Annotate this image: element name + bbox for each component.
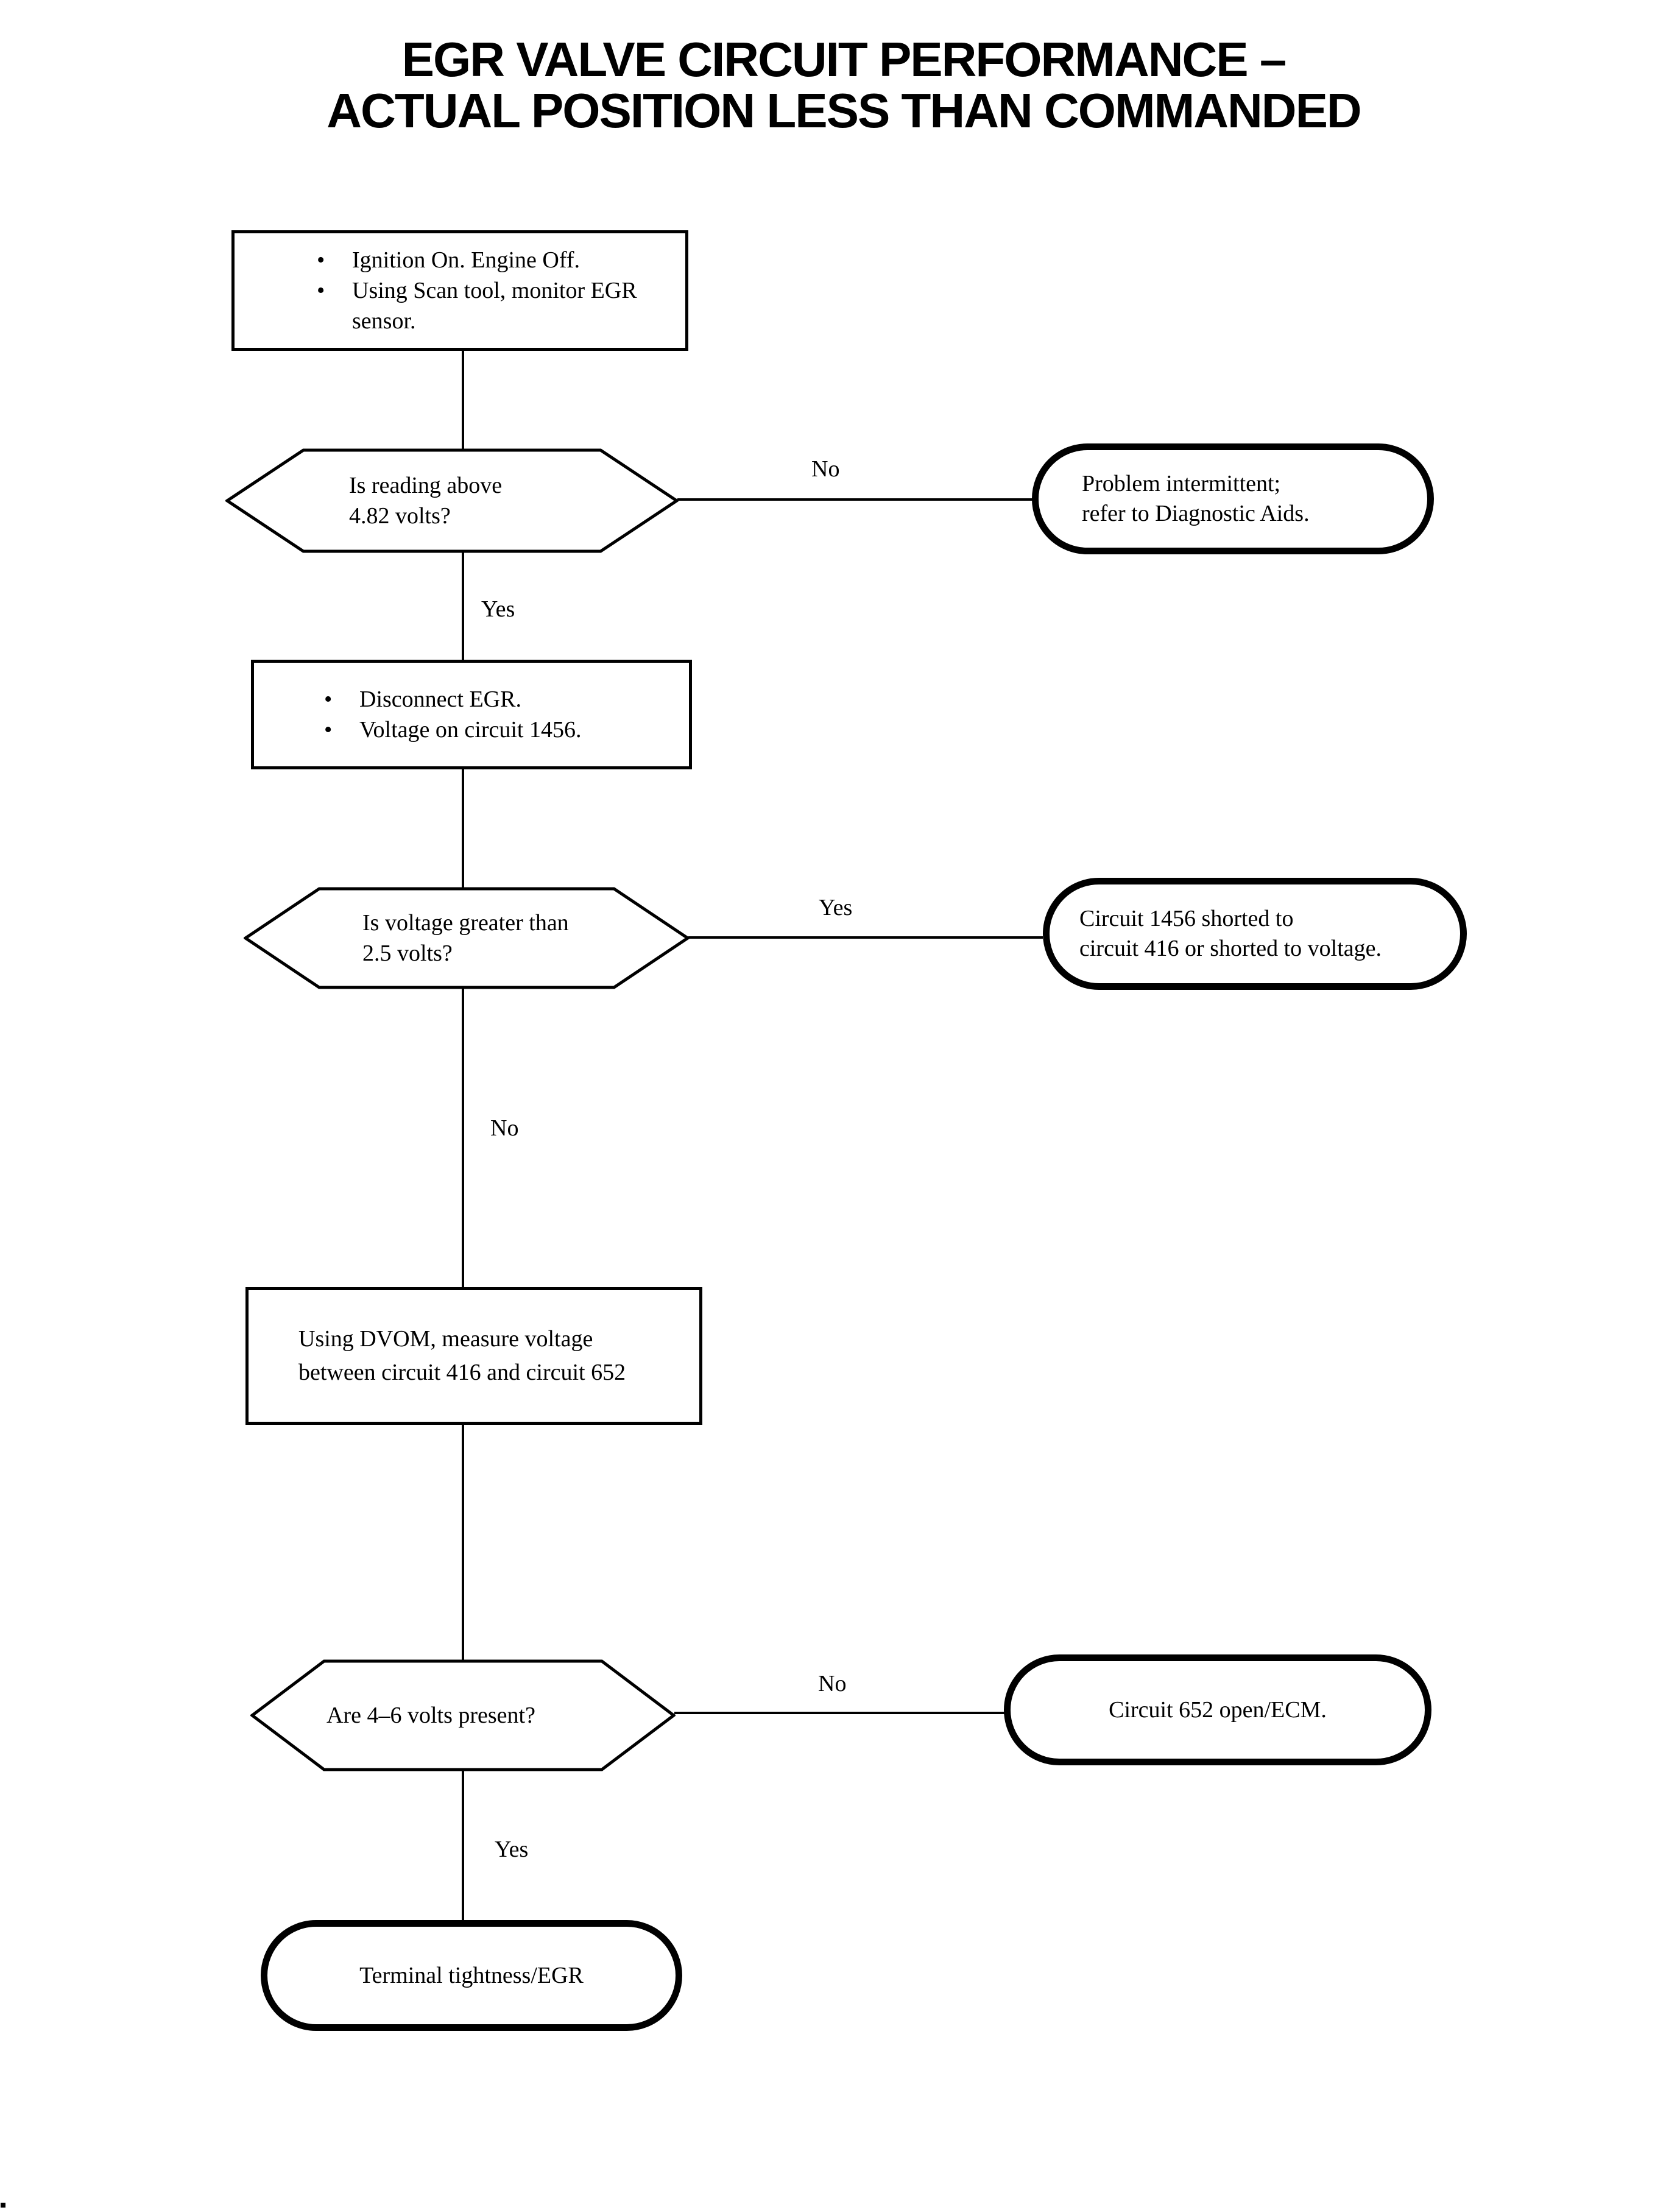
step-box-bullet-list: • Disconnect EGR. • Voltage on circuit 1…: [254, 684, 689, 745]
decision-text: Are 4–6 volts present?: [250, 1659, 676, 1771]
connector-line: [462, 350, 464, 451]
disconnect-item-1: Disconnect EGR.: [359, 687, 521, 712]
start-item-1: Ignition On. Engine Off.: [352, 247, 580, 273]
connector-line: [462, 1770, 464, 1922]
decision-line2: 4.82 volts?: [349, 503, 451, 529]
terminal-line1: Circuit 1456 shorted to: [1079, 906, 1294, 931]
step-box-dvom-measure: Using DVOM, measure voltage between circ…: [245, 1287, 702, 1425]
bullet-icon: •: [324, 687, 333, 712]
hexagon-shape: [244, 887, 690, 989]
connector-line: [462, 552, 464, 660]
terminal-problem-intermittent: Problem intermittent; refer to Diagnosti…: [1032, 443, 1434, 554]
bullet-icon: •: [324, 717, 333, 743]
no-label: No: [818, 1671, 847, 1696]
connector-line: [677, 498, 1033, 501]
connector-line: [674, 1712, 1005, 1714]
terminal-circuit-1456-shorted: Circuit 1456 shorted to circuit 416 or s…: [1043, 878, 1467, 990]
page-title-line1: EGR VALVE CIRCUIT PERFORMANCE –: [401, 32, 1287, 86]
dvom-line2: between circuit 416 and circuit 652: [298, 1360, 626, 1385]
terminal-line1: Problem intermittent;: [1082, 471, 1281, 496]
connector-line: [688, 936, 1043, 939]
terminal-line2: refer to Diagnostic Aids.: [1082, 501, 1310, 526]
list-item: • Ignition On. Engine Off.: [317, 245, 685, 275]
decision-text: Is reading above 4.82 volts?: [225, 448, 679, 553]
start-box-monitor-egr: • Ignition On. Engine Off. • Using Scan …: [231, 230, 688, 351]
terminal-circuit-652-open-ecm: Circuit 652 open/ECM.: [1004, 1654, 1431, 1765]
decision-line1: Is voltage greater than: [362, 910, 569, 936]
dvom-line1: Using DVOM, measure voltage: [298, 1326, 593, 1352]
page-title: EGR VALVE CIRCUIT PERFORMANCE – ACTUAL P…: [0, 34, 1680, 136]
decision-line2: 2.5 volts?: [362, 941, 453, 966]
decision-voltage-greater-2-5: Is voltage greater than 2.5 volts?: [244, 887, 690, 989]
yes-label: Yes: [495, 1837, 529, 1862]
hexagon-shape: [250, 1659, 676, 1771]
step-box-disconnect-egr: • Disconnect EGR. • Voltage on circuit 1…: [251, 660, 692, 769]
start-box-bullet-list: • Ignition On. Engine Off. • Using Scan …: [235, 245, 685, 336]
no-label: No: [490, 1115, 519, 1141]
list-item: • Voltage on circuit 1456.: [324, 715, 689, 745]
terminal-tightness-egr: Terminal tightness/EGR: [261, 1920, 682, 2031]
page-title-line2: ACTUAL POSITION LESS THAN COMMANDED: [326, 83, 1361, 138]
terminal-line1: Terminal tightness/EGR: [359, 1962, 584, 1988]
decision-line1: Are 4–6 volts present?: [326, 1703, 535, 1728]
connector-line: [462, 1424, 464, 1661]
yes-label: Yes: [819, 895, 853, 920]
decision-reading-above-4-82: Is reading above 4.82 volts?: [225, 448, 679, 553]
terminal-line2: circuit 416 or shorted to voltage.: [1079, 936, 1382, 961]
connector-line: [462, 768, 464, 888]
list-item: • Using Scan tool, monitor EGR sensor.: [317, 275, 685, 336]
connector-line: [462, 988, 464, 1288]
disconnect-item-2: Voltage on circuit 1456.: [359, 717, 582, 743]
decision-text: Is voltage greater than 2.5 volts?: [244, 887, 690, 989]
decision-line1: Is reading above: [349, 473, 503, 498]
start-item-2: Using Scan tool, monitor EGR sensor.: [352, 278, 637, 334]
hexagon-shape: [225, 448, 679, 553]
scan-artifact-dot: [1, 2203, 5, 2208]
bullet-icon: •: [317, 278, 325, 303]
decision-4-6-volts-present: Are 4–6 volts present?: [250, 1659, 676, 1771]
bullet-icon: •: [317, 247, 325, 273]
yes-label: Yes: [481, 596, 515, 622]
no-label: No: [811, 456, 840, 482]
terminal-line1: Circuit 652 open/ECM.: [1109, 1696, 1327, 1723]
list-item: • Disconnect EGR.: [324, 684, 689, 715]
